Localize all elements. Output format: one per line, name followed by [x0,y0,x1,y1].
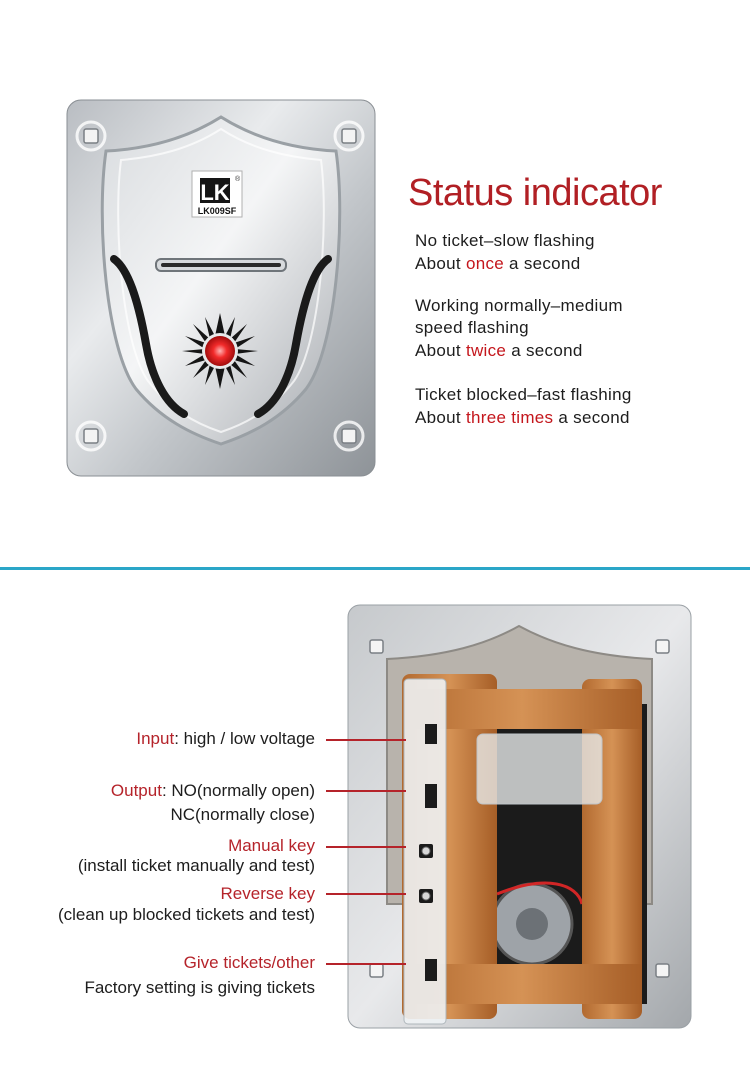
give-tickets-label: Give tickets/other [183,953,315,972]
model-label: LK009SF [198,206,237,216]
reverse-key-leader-line [326,893,406,895]
status-highlight: once [465,254,505,273]
output-leader-line [326,790,406,792]
status-indicator-title: Status indicator [408,172,662,214]
status-line: About twice a second [415,341,583,360]
status-line: About once a second [415,254,581,273]
status-line: Working normally–medium [415,296,623,315]
reverse-key-label: Reverse key [220,884,315,903]
reverse-key-desc: (clean up blocked tickets and test) [57,905,315,924]
status-led [205,336,235,366]
give-tickets-desc: Factory setting is giving tickets [84,978,315,997]
status-line: Ticket blocked–fast flashing [415,385,632,404]
manual-key-desc: (install ticket manually and test) [77,856,315,875]
logo-registered: ® [235,175,241,183]
give-tickets-leader-line [326,963,406,965]
section-divider [0,567,750,570]
output-label-line2: NC(normally close) [170,805,315,824]
status-line: speed flashing [415,318,529,337]
output-label: Output: NO(normally open) [110,781,315,800]
manual-key-leader-line [326,846,406,848]
manual-key-label: Manual key [228,836,315,855]
status-highlight: twice [465,341,507,360]
coin-acceptor-faceplate-image: LK ® LK009SF [66,99,376,477]
status-line: No ticket–slow flashing [415,231,595,250]
ticket-dispenser-back-image [347,604,692,1029]
status-highlight: three times [465,408,554,427]
input-label: Input: high / low voltage [136,729,315,748]
status-line: About three times a second [415,408,630,427]
logo-mark: LK [200,180,229,205]
input-leader-line [326,739,406,741]
